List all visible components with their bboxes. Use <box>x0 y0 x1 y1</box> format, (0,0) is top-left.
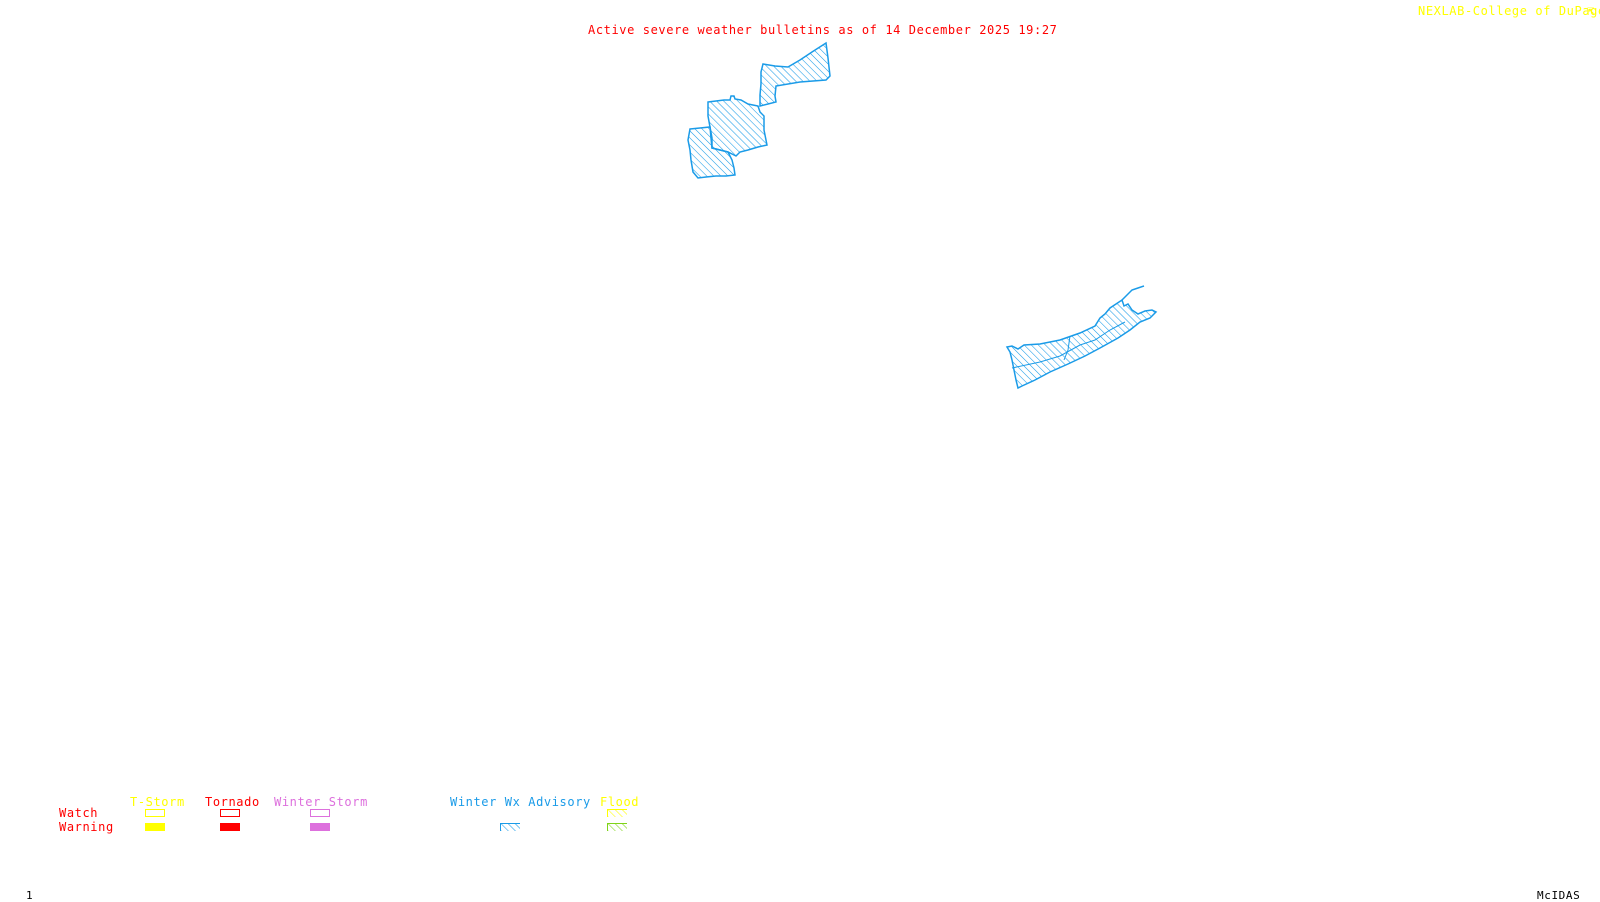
legend-tstorm-label: T-Storm <box>130 795 185 809</box>
map-title: Active severe weather bulletins as of 14… <box>588 23 1058 37</box>
legend-tornado-watch-swatch <box>220 809 240 817</box>
software-label: McIDAS <box>1537 889 1581 902</box>
legend-flood-warning-swatch <box>607 823 627 831</box>
logo-mark-icon: ⇱ <box>1587 3 1595 17</box>
legend-winter-storm-warning-swatch <box>310 823 330 831</box>
legend-row-watch: Watch <box>59 806 99 820</box>
long-island-zone-boundary <box>1063 335 1071 361</box>
legend-row-warning: Warning <box>59 820 114 834</box>
legend-tstorm-warning-swatch <box>145 823 165 831</box>
legend-flood-label: Flood <box>600 795 640 809</box>
legend-flood-watch-swatch <box>607 809 627 817</box>
legend-tstorm-watch-swatch <box>145 809 165 817</box>
legend-tornado-warning-swatch <box>220 823 240 831</box>
advisory-zone-central[interactable] <box>707 95 768 157</box>
legend-winter-wx-advisory-swatch <box>500 823 520 831</box>
advisory-zone-north[interactable] <box>759 41 831 107</box>
legend-winter-storm-label: Winter Storm <box>274 795 368 809</box>
legend-winter-storm-watch-swatch <box>310 809 330 817</box>
credit-label: NEXLAB-College of DuPage <box>1418 4 1600 18</box>
legend-winter-wx-advisory-label: Winter Wx Advisory <box>450 795 591 809</box>
long-island-zone-boundary <box>1011 321 1126 369</box>
frame-number: 1 <box>26 889 34 902</box>
long-island-north-fork <box>1121 285 1145 301</box>
advisory-zone-south[interactable] <box>687 126 736 179</box>
legend-tornado-label: Tornado <box>205 795 260 809</box>
